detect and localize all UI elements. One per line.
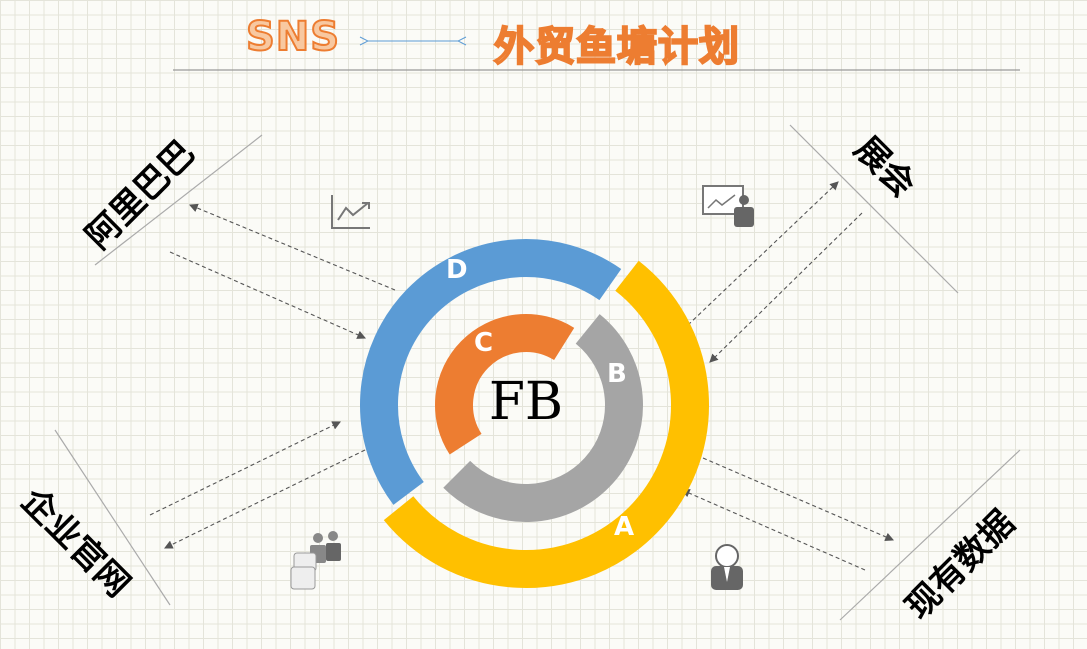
channel-dividers (54, 124, 1021, 621)
segment-d-arc (360, 239, 622, 505)
center-label: FB (488, 372, 564, 432)
plan-title: 外贸鱼塘计划 (493, 23, 740, 71)
segment-b-label: B (607, 359, 627, 389)
chart-icon (331, 195, 370, 229)
sns-title: SNS (245, 13, 341, 61)
segment-a-label: A (614, 512, 635, 542)
segment-a-arc (383, 260, 709, 588)
segment-d-label: D (446, 255, 468, 285)
team-icon (290, 531, 341, 590)
segment-b-arc (443, 314, 643, 522)
segment-c-arc (435, 314, 575, 455)
person-icon (711, 544, 743, 590)
segment-c-label: C (474, 328, 494, 358)
flow-arrows (149, 181, 895, 571)
presenter-icon (702, 185, 754, 227)
